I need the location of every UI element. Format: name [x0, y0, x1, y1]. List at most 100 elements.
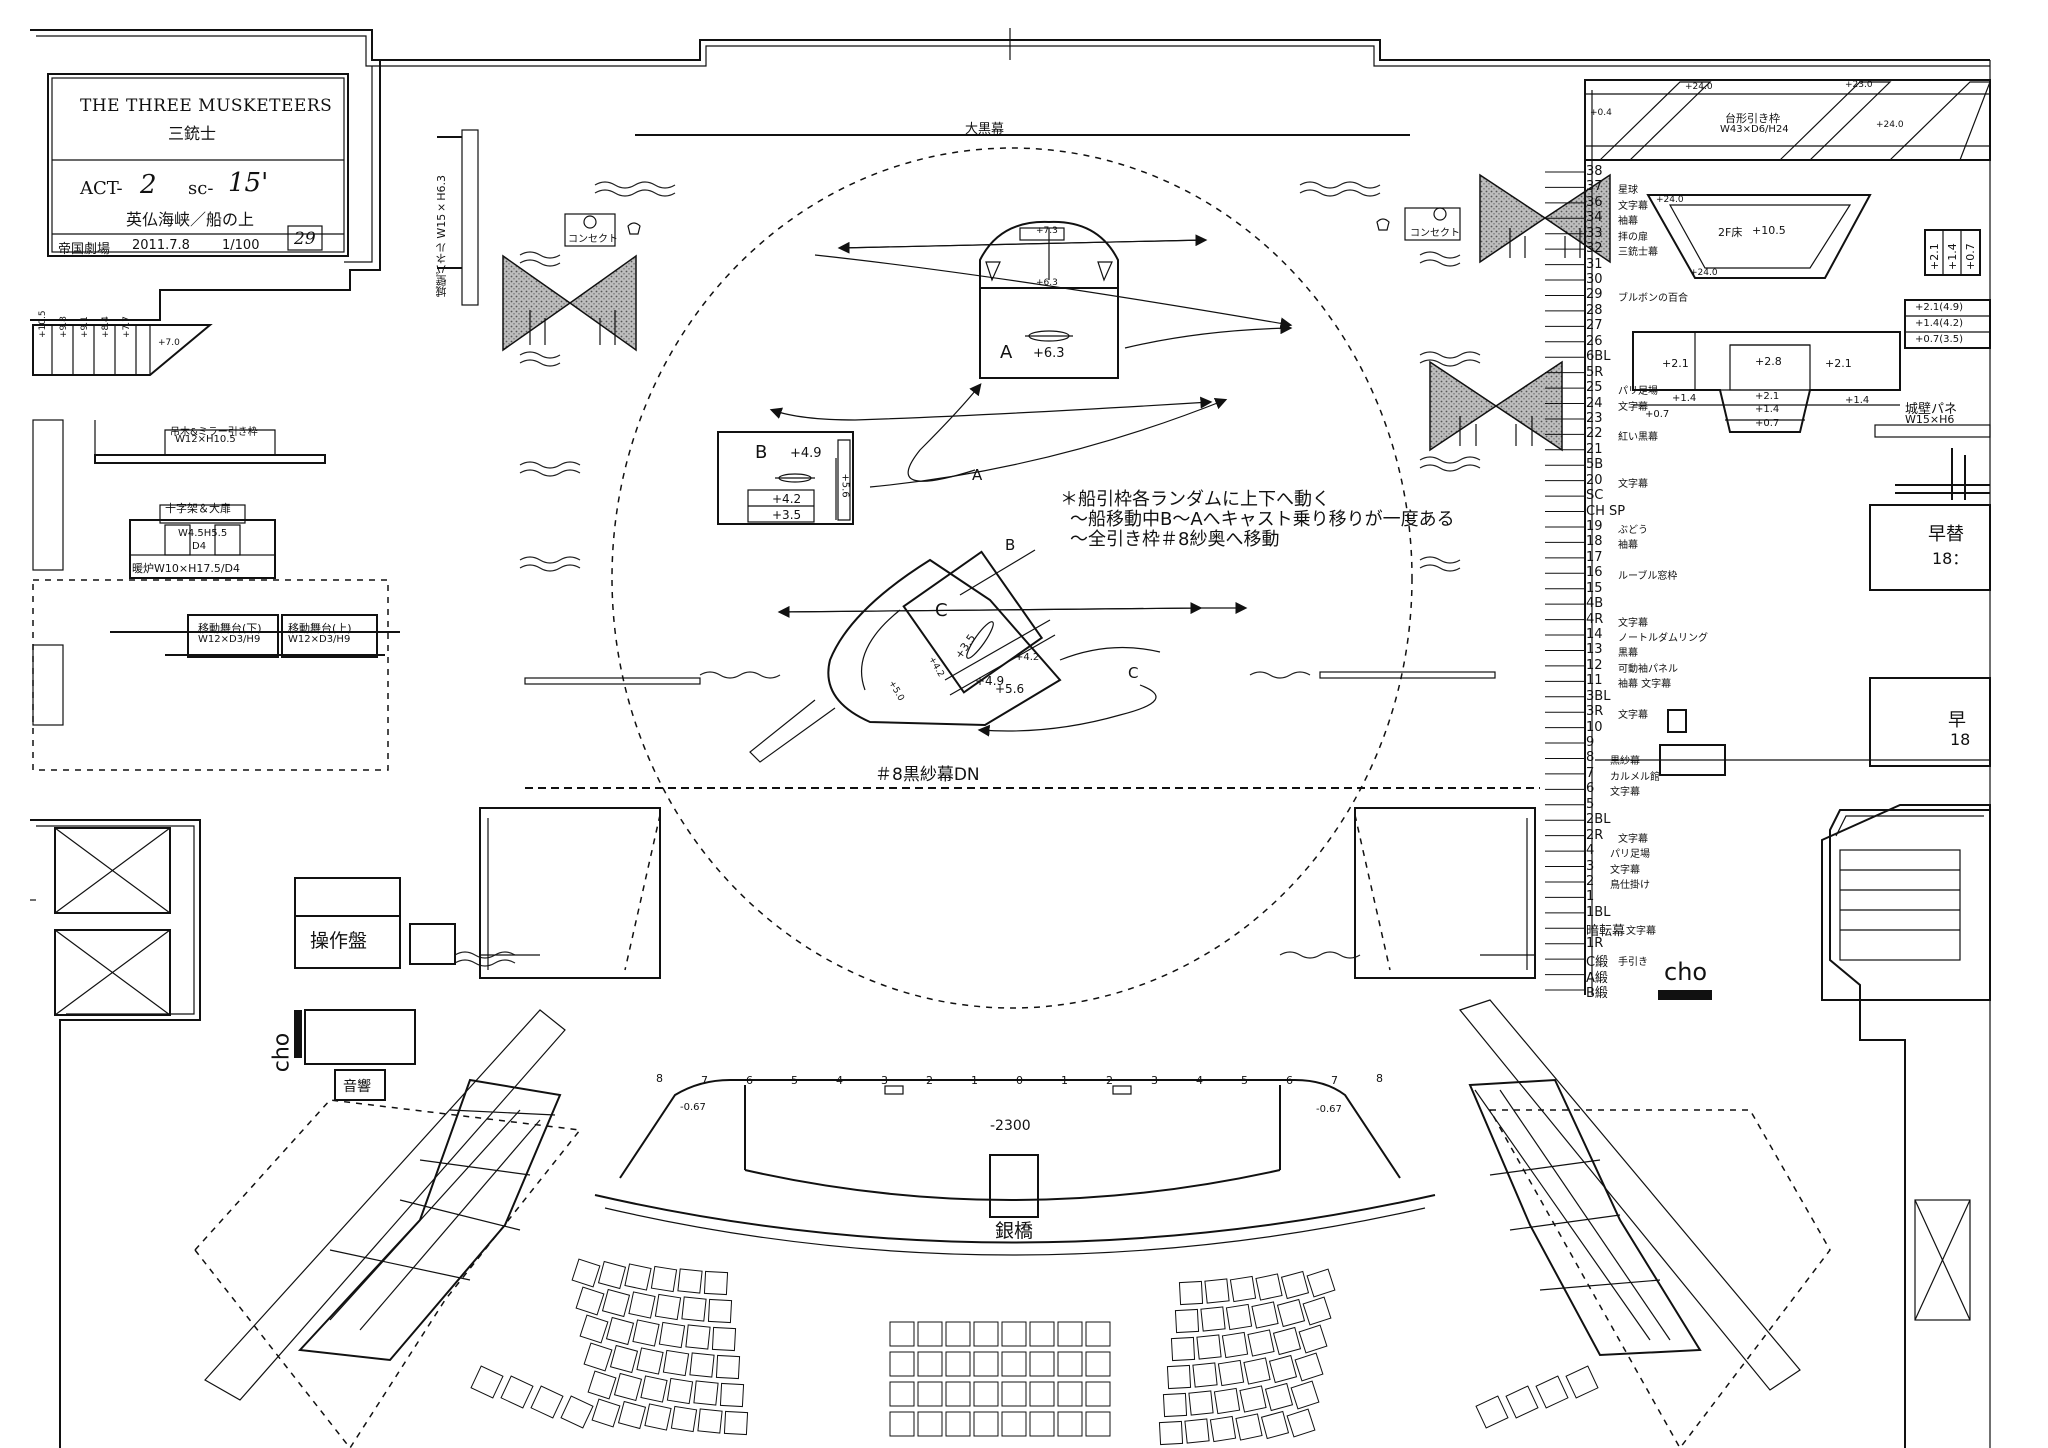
boat-b-height: +4.9 — [790, 446, 822, 461]
fly-line-number: A緞 — [1586, 970, 1608, 986]
cho-left-label: cho — [269, 1032, 295, 1073]
quick-change-1-label: 早替 — [1928, 524, 1964, 545]
scene-value: 15' — [228, 168, 269, 198]
stage-number: 2 — [926, 1074, 933, 1087]
seat — [636, 1347, 664, 1375]
seat — [1294, 1352, 1324, 1382]
right-step-height: +0.7 — [1964, 243, 1977, 270]
fly-line-number: 25 — [1586, 380, 1603, 396]
trapezoid-height: +24.0 — [1690, 268, 1718, 278]
ramp-height-label: +8.4 — [101, 316, 111, 338]
sound-label: 音響 — [343, 1079, 371, 1095]
seat — [1085, 1321, 1111, 1347]
concert-right-label: コンセクト — [1410, 228, 1460, 239]
seat — [560, 1395, 594, 1429]
fly-line-name: 文字幕 — [1618, 200, 1648, 212]
seat — [1200, 1306, 1226, 1332]
right-step-row: +0.7(3.5) — [1915, 334, 1963, 345]
seat — [1239, 1385, 1267, 1413]
seat — [1276, 1298, 1306, 1328]
seat — [1162, 1392, 1188, 1418]
fly-line-name: 鳥仕掛け — [1610, 879, 1650, 891]
path-b-label: B — [1005, 536, 1016, 554]
right-platform — [1632, 331, 1901, 433]
seat — [571, 1258, 601, 1288]
fly-line-name: 文字幕 — [1618, 833, 1648, 845]
seat — [1565, 1365, 1599, 1399]
seat — [681, 1296, 707, 1322]
boat-a-top: +7.3 — [1036, 226, 1058, 236]
fly-line-number: 31 — [1586, 256, 1603, 272]
fly-line-number: 20 — [1586, 472, 1603, 488]
seat — [1209, 1415, 1237, 1443]
seat — [1029, 1411, 1055, 1437]
mirror-frame — [94, 420, 326, 464]
platform-row3-mid: +1.4 — [1755, 404, 1780, 415]
seat — [1057, 1351, 1083, 1377]
seat — [1029, 1381, 1055, 1407]
fly-line-number: 12 — [1586, 657, 1603, 673]
seat — [1192, 1362, 1218, 1388]
fly-ticks — [1545, 171, 1585, 991]
fly-line-number: 27 — [1586, 318, 1603, 334]
page-number: 29 — [294, 229, 316, 249]
side-tower-left — [479, 807, 661, 979]
left-wall-box — [32, 419, 64, 571]
fly-line-number: 24 — [1586, 395, 1603, 411]
fly-line-number: 7 — [1586, 765, 1595, 781]
right-stair-tower — [1821, 804, 1991, 1321]
cross-frame-label: 十字架＆大扉 — [165, 502, 231, 515]
venue: 帝国劇場 — [58, 242, 111, 257]
title-en: THE THREE MUSKETEERS — [80, 96, 333, 116]
seat — [1001, 1411, 1027, 1437]
date: 2011.7.8 — [132, 238, 190, 253]
seat — [1286, 1408, 1316, 1438]
fly-line-number: 33 — [1586, 225, 1603, 241]
floor-2f-frame — [1646, 194, 1872, 279]
seat — [973, 1411, 999, 1437]
boat-b-step1: +4.2 — [772, 492, 802, 506]
seat — [715, 1354, 741, 1380]
fly-line-number: 1R — [1586, 935, 1604, 951]
seat — [707, 1298, 733, 1324]
fly-line-name: 袖幕 文字幕 — [1618, 679, 1672, 691]
seat — [1085, 1381, 1111, 1407]
fly-line-name: 黒幕 — [1618, 648, 1638, 660]
boat-a — [979, 220, 1119, 379]
platform-top-right: +2.1 — [1825, 357, 1852, 370]
fly-line-number: 1 — [1586, 889, 1595, 905]
boat-c-step2: +4.9 — [975, 674, 1005, 688]
fly-line-number: 暗転幕 — [1586, 924, 1626, 940]
quick-change-room-1 — [1869, 504, 1991, 591]
note-line-3: ～全引き枠＃8紗奥へ移動 — [1070, 529, 1280, 550]
fly-line-number: 1BL — [1586, 904, 1611, 920]
fly-line-name: 星球 — [1618, 185, 1638, 197]
ramp-height-label: +7.7 — [122, 316, 132, 338]
quick-change-2-sub: 18 — [1950, 730, 1971, 749]
fly-line-number: 30 — [1586, 272, 1603, 288]
seat — [1302, 1296, 1332, 1326]
seat — [917, 1321, 943, 1347]
seat — [591, 1398, 621, 1428]
control-panel-label: 操作盤 — [310, 930, 368, 952]
side-tower-right — [1354, 807, 1536, 979]
fly-line-number: C緞 — [1586, 955, 1609, 971]
fly-line-number: 5B — [1586, 457, 1604, 473]
fly-line-name: 拝の扉 — [1618, 231, 1648, 243]
seat — [889, 1321, 915, 1347]
path-a-label: A — [972, 466, 983, 484]
seat — [605, 1316, 635, 1346]
seat — [500, 1375, 534, 1409]
fly-line-number: 23 — [1586, 410, 1603, 426]
seat — [530, 1385, 564, 1419]
ramp-height-label: +7.0 — [158, 338, 180, 348]
concert-left-label: コンセクト — [568, 234, 618, 245]
scene-label: sc- — [188, 178, 214, 199]
act-label: ACT- — [80, 178, 123, 199]
castle-wall-panel — [437, 129, 479, 306]
seat — [917, 1351, 943, 1377]
scene-name: 英仏海峡／船の上 — [126, 210, 255, 229]
fly-line-name: 文字幕 — [1610, 864, 1640, 876]
water-waves — [454, 181, 1481, 967]
seat — [1251, 1301, 1279, 1329]
